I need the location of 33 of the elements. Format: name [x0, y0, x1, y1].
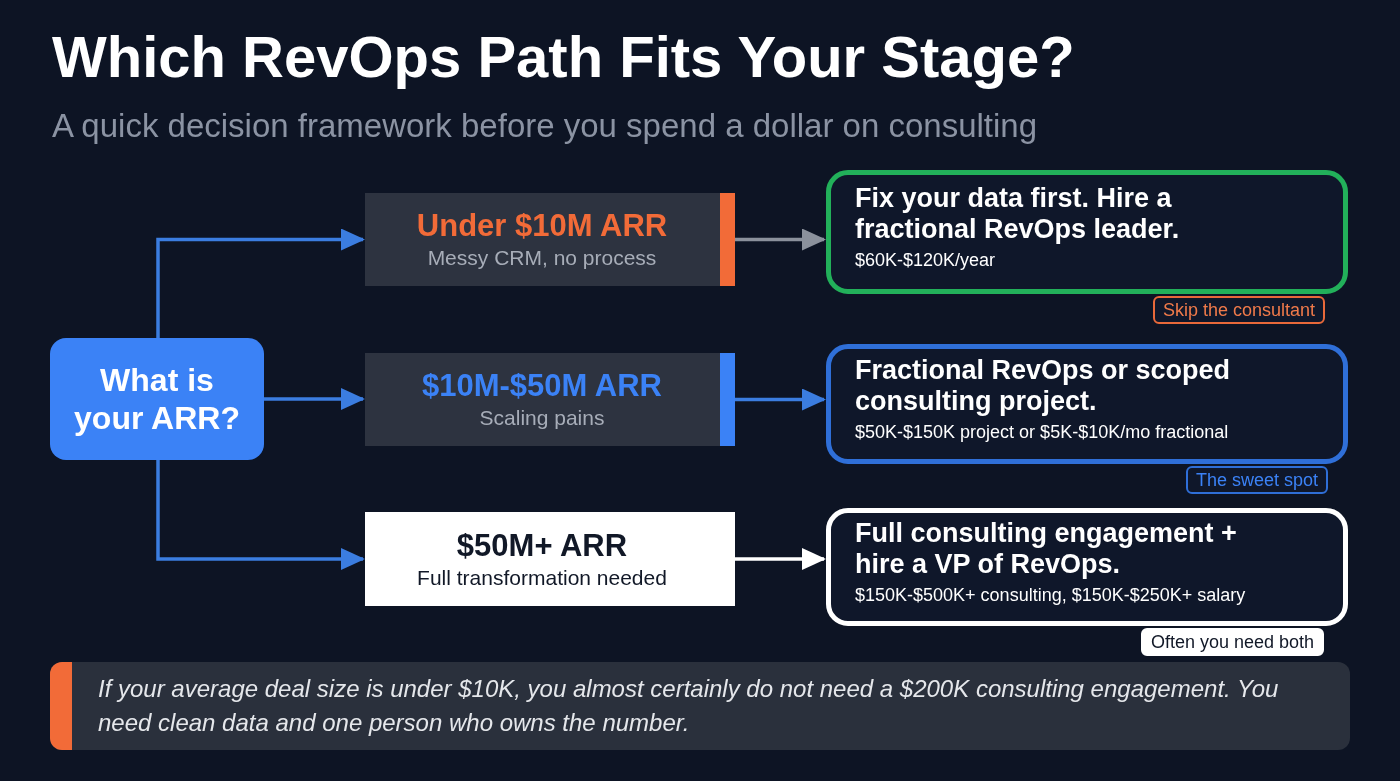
stage-description: Scaling pains [479, 405, 605, 432]
arrow [735, 548, 826, 570]
stage-box [365, 512, 735, 606]
note-text: If your average deal size is under $10K, you almost certainly do not need a $200K consulting engagement. You need clean data and one person who owns the number. [98, 674, 1280, 738]
stage-box [365, 353, 735, 446]
subtitle: A quick decision framework before you spend a dollar on consulting [52, 106, 1038, 146]
stage-title: $10M-$50M ARR [421, 367, 662, 405]
stage-title: Under $10M ARR [416, 207, 668, 245]
stage-description: Messy CRM, no process [427, 245, 657, 272]
stage-box [365, 193, 735, 286]
recommendation-text: Fractional RevOps or scoped consulting project. [855, 355, 1232, 418]
tag-badge: Skip the consultant [1153, 296, 1326, 325]
recommendation-text: Fix your data first. Hire a fractional RevOps leader. [855, 183, 1181, 246]
arrow [156, 228, 365, 338]
stage-description: Full transformation needed [417, 564, 667, 591]
recommendation-box [826, 344, 1348, 464]
arrow [156, 460, 365, 570]
question-text: What is your ARR? [73, 360, 241, 438]
arrow [735, 228, 826, 251]
arrow [264, 388, 365, 410]
recommendation-text: Full consulting engagement + hire a VP of RevOps. [855, 518, 1238, 581]
recommendation-box [826, 508, 1348, 626]
tag-badge: Often you need both [1141, 628, 1325, 657]
cost-range: $60K-$120K/year [855, 249, 997, 273]
decision-box [50, 338, 264, 460]
cost-range: $150K-$500K+ consulting, $150K-$250K+ salary [855, 584, 1247, 608]
cost-range: $50K-$150K project or $5K-$10K/mo fractional [855, 421, 1230, 445]
tag-badge: The sweet spot [1186, 466, 1329, 495]
stage-title: $50M+ ARR [456, 526, 628, 564]
recommendation-box [826, 170, 1348, 294]
note-panel [50, 662, 1350, 750]
arrow [735, 388, 826, 411]
title: Which RevOps Path Fits Your Stage? [52, 23, 1075, 91]
